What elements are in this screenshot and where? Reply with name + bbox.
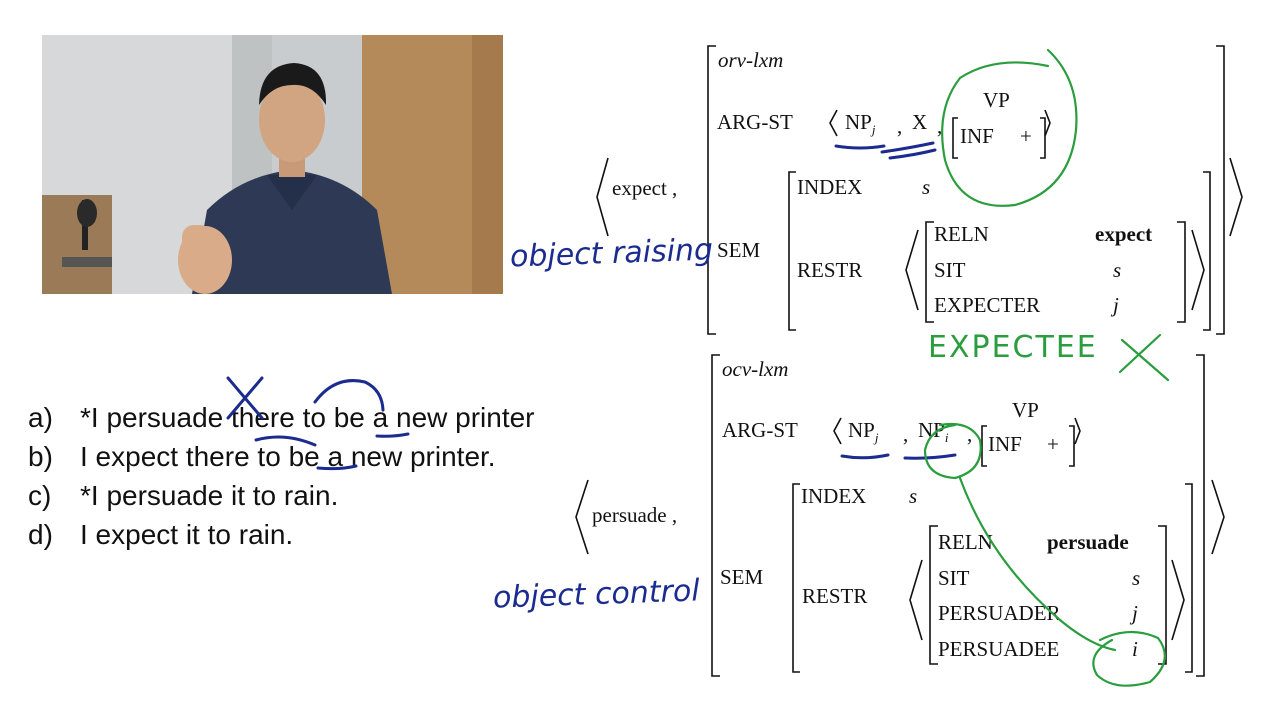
svg-text:,: , (903, 422, 908, 446)
svg-text:,: , (967, 422, 972, 446)
persuade-type: ocv-lxm (722, 357, 789, 381)
example-d: d) I expect it to rain. (28, 519, 535, 558)
persuade-reln-label: RELN (938, 530, 993, 554)
argst-commas: , , , , (897, 114, 972, 446)
expect-argst-np: NPj (845, 110, 876, 137)
persuade-role2-label: PERSUADEE (938, 637, 1060, 661)
expect-index-label: INDEX (797, 175, 863, 199)
example-text: *I persuade it to rain. (80, 480, 339, 511)
presenter-image (42, 35, 503, 294)
expectee-annotation: EXPECTEE (928, 330, 1098, 365)
persuade-role1-label: PERSUADER (938, 601, 1061, 625)
example-list: a)*I persuade there to be a new printer … (28, 402, 535, 558)
expect-index-val: s (922, 175, 931, 199)
example-b: b) I expect there to be a new printer. (28, 441, 535, 480)
persuade-index-label: INDEX (801, 484, 867, 508)
expect-vp: VP (983, 88, 1010, 112)
avm-brackets (575, 45, 1243, 677)
expect-role-label: EXPECTER (934, 293, 1041, 317)
persuade-sem-label: SEM (720, 565, 764, 589)
persuade-sit-val: s (1132, 566, 1141, 590)
green-ink-marks (923, 48, 1170, 687)
expect-argst-x: X (912, 110, 928, 134)
expect-reln-label: RELN (934, 222, 989, 246)
persuade-role2-val: i (1132, 637, 1138, 661)
expect-inf: INF (960, 124, 994, 148)
persuade-word: persuade , (592, 503, 678, 527)
example-c: c) *I persuade it to rain. (28, 480, 535, 519)
expect-type: orv-lxm (718, 48, 784, 72)
persuade-argst-np1: NPj (848, 418, 879, 445)
persuade-inf-plus: + (1047, 432, 1059, 456)
example-a: a) *I persuade there to be a new printer (28, 402, 535, 441)
expect-sit-val: s (1113, 258, 1122, 282)
expect-word: expect , (612, 176, 678, 200)
expect-argst-label: ARG-ST (717, 110, 793, 134)
example-label: c) (28, 480, 52, 511)
expect-sit-label: SIT (934, 258, 966, 282)
expect-role-val: j (1113, 293, 1119, 317)
persuade-index-val: s (909, 484, 918, 508)
persuade-inf: INF (988, 432, 1022, 456)
example-label: d) (28, 519, 53, 550)
example-text: I expect there to be a new printer. (80, 441, 496, 472)
persuade-restr-label: RESTR (802, 584, 868, 608)
expect-restr-label: RESTR (797, 258, 863, 282)
persuade-vp: VP (1012, 398, 1039, 422)
example-label: b) (28, 441, 53, 472)
expect-reln-val: expect (1095, 222, 1153, 246)
persuade-role1-val: j (1132, 601, 1138, 625)
example-text: I expect it to rain. (80, 519, 294, 550)
persuade-argst-label: ARG-ST (722, 418, 798, 442)
persuade-reln-val: persuade (1047, 530, 1129, 554)
object-control-annotation: object control (492, 573, 701, 616)
persuade-sit-label: SIT (938, 566, 970, 590)
blue-ink-marks (226, 141, 957, 471)
expect-sem-label: SEM (717, 238, 761, 262)
webcam-video (42, 35, 503, 294)
expect-inf-plus: + (1020, 124, 1032, 148)
example-text: *I persuade there to be a new printer (80, 402, 535, 433)
svg-text:,: , (897, 114, 902, 138)
example-label: a) (28, 402, 53, 433)
svg-text:,: , (937, 114, 942, 138)
object-raising-annotation: object raising (509, 232, 714, 275)
